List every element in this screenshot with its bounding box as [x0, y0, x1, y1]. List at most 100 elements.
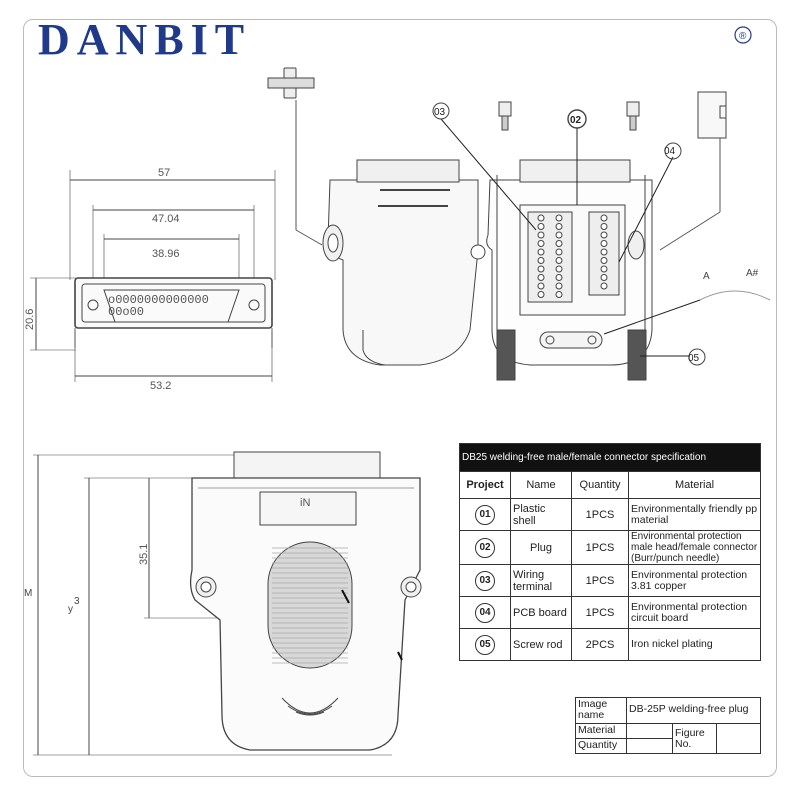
terminal-screw	[555, 214, 563, 222]
brand-name: DANBIT	[38, 15, 251, 64]
row-name: Wiring terminal	[510, 564, 572, 597]
row-material: Environmental protection male head/femal…	[628, 530, 761, 565]
row-name: Plastic shell	[510, 498, 572, 531]
row-number: 02	[475, 537, 495, 558]
terminal-screw	[537, 274, 545, 281]
terminal-screw	[600, 214, 608, 222]
terminal-screw	[537, 248, 545, 256]
terminal-screw	[600, 240, 608, 247]
terminal-screw	[555, 231, 563, 239]
dim-m: M	[24, 588, 32, 599]
image-name-value: DB-25P welding-free plug	[626, 697, 761, 724]
label-a: A	[703, 271, 710, 282]
terminal-screw	[537, 214, 545, 222]
front-view-dimensions: 57 47.04 38.96 20.6 53.2	[24, 167, 180, 392]
terminal-screw	[555, 240, 563, 247]
brand-logo: DANBIT ®	[38, 15, 752, 64]
terminal-screw	[600, 274, 608, 281]
terminal-screw	[600, 248, 608, 256]
terminal-screw	[537, 240, 545, 247]
row-material: Environmental protection circuit board	[628, 596, 761, 629]
terminal-screw	[555, 223, 563, 230]
dim-57: 57	[158, 167, 170, 179]
terminal-screw	[537, 282, 545, 290]
side-view	[33, 451, 422, 756]
terminal-screw	[600, 265, 608, 273]
material-label: Material	[575, 723, 627, 739]
table-row: 03 Wiring terminal 1PCS Environmental pr…	[459, 564, 761, 597]
row-quantity: 1PCS	[571, 564, 629, 597]
terminal-screw	[537, 231, 545, 239]
row-number: 03	[475, 570, 495, 591]
spec-header-row: Project Name Quantity Material	[459, 471, 761, 499]
callout-02: 02	[570, 115, 582, 126]
terminal-screw	[555, 248, 563, 256]
grip-texture	[272, 547, 348, 664]
dim-47-04: 47.04	[152, 213, 180, 225]
svg-text:00o00: 00o00	[108, 305, 144, 319]
dim-y: y	[68, 604, 73, 615]
row-name: Screw rod	[510, 628, 572, 661]
terminal-screw	[555, 257, 563, 264]
terminal-screw	[555, 291, 563, 298]
title-block: Image name DB-25P welding-free plug Mate…	[575, 697, 761, 754]
side-view-labels: iN 35.1 M y 3	[24, 497, 310, 615]
table-row: 02 Plug 1PCS Environmental protection ma…	[459, 530, 761, 565]
wiring-terminal-screws	[537, 214, 608, 298]
row-material: Iron nickel plating	[628, 628, 761, 661]
terminal-screw	[555, 282, 563, 290]
header-project: Project	[459, 471, 511, 499]
terminal-screw	[537, 265, 545, 273]
terminal-screw	[555, 274, 563, 281]
callout-04: 04	[664, 146, 676, 157]
header-name: Name	[510, 471, 572, 499]
callout-03: 03	[434, 107, 446, 118]
front-view: o0000000000000 00o00	[30, 170, 276, 382]
table-row: 04 PCB board 1PCS Environmental protecti…	[459, 596, 761, 629]
assembly-callouts: 03 02 04 05 A A#	[434, 107, 759, 364]
label-a-hash: A#	[746, 268, 759, 279]
terminal-screw	[537, 257, 545, 264]
image-name-label: Image name	[575, 697, 627, 724]
dim-20-6: 20.6	[24, 309, 36, 330]
terminal-screw	[555, 265, 563, 273]
callout-05: 05	[688, 353, 700, 364]
terminal-screw	[600, 257, 608, 264]
terminal-screw	[600, 223, 608, 230]
spec-table-title: DB25 welding-free male/female connector …	[459, 443, 761, 472]
row-quantity: 2PCS	[571, 628, 629, 661]
row-quantity: 1PCS	[571, 530, 629, 565]
spec-table: DB25 welding-free male/female connector …	[459, 443, 761, 661]
row-quantity: 1PCS	[571, 498, 629, 531]
figure-no-label: Figure No.	[672, 723, 717, 754]
row-material: Environmental protection 3.81 copper	[628, 564, 761, 597]
row-quantity: 1PCS	[571, 596, 629, 629]
header-material: Material	[628, 471, 761, 499]
table-row: 05 Screw rod 2PCS Iron nickel plating	[459, 628, 761, 661]
dim-35-1: 35.1	[138, 544, 150, 565]
row-name: PCB board	[510, 596, 572, 629]
row-number: 04	[475, 602, 495, 623]
dim-3: 3	[74, 596, 80, 607]
dim-38-96: 38.96	[152, 248, 180, 260]
registered-mark: ®	[739, 31, 747, 42]
terminal-screw	[600, 282, 608, 290]
header-quantity: Quantity	[571, 471, 629, 499]
svg-text:o0000000000000: o0000000000000	[108, 293, 209, 307]
quantity-label: Quantity	[575, 738, 627, 754]
row-number: 05	[475, 634, 495, 655]
quantity-value	[626, 738, 673, 754]
row-number: 01	[475, 504, 495, 525]
row-name: Plug	[510, 530, 572, 565]
dim-53-2: 53.2	[150, 380, 171, 392]
figure-no-value	[716, 723, 761, 754]
terminal-screw	[537, 291, 545, 298]
row-material: Environmentally friendly pp material	[628, 498, 761, 531]
terminal-screw	[537, 223, 545, 230]
material-value	[626, 723, 673, 739]
table-row: 01 Plastic shell 1PCS Environmentally fr…	[459, 498, 761, 531]
terminal-screw	[600, 231, 608, 239]
assembly-view	[267, 67, 771, 381]
window-text: iN	[300, 497, 310, 509]
